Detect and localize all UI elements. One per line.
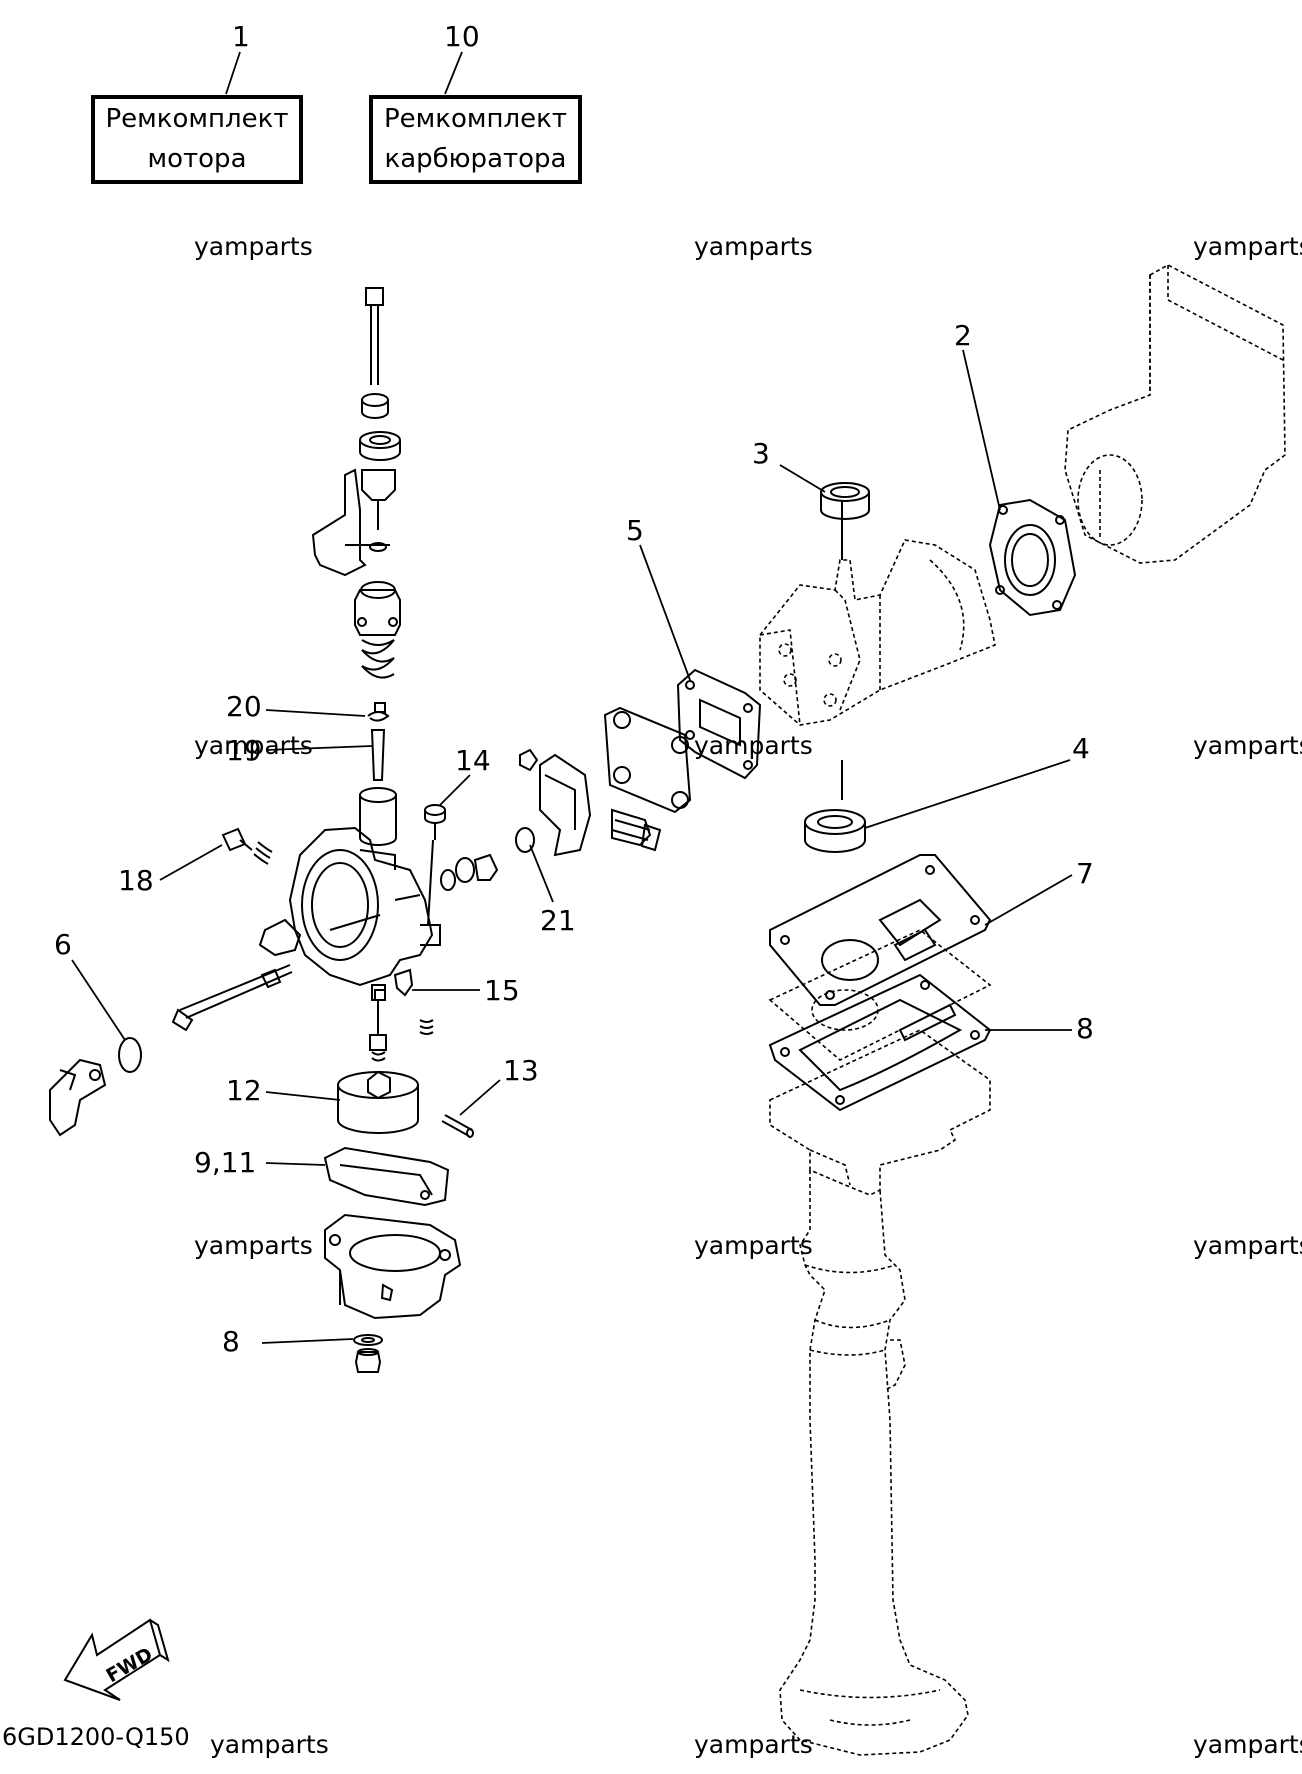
callout-16: 18 <box>118 864 154 897</box>
part-12-float[interactable] <box>337 1070 419 1134</box>
guide-plate <box>768 929 992 1061</box>
drain-screw <box>354 1348 382 1373</box>
part-6-oring[interactable] <box>118 1037 142 1073</box>
callout-8: 8 <box>1076 1012 1094 1045</box>
watermark: yamparts <box>694 1231 813 1260</box>
intake-bolt <box>611 819 662 852</box>
part-4-bearing[interactable] <box>804 809 866 853</box>
part-15-jet[interactable] <box>374 968 434 1035</box>
part-5-intake-gasket[interactable] <box>676 668 762 780</box>
kit-carb-line1: Ремкомплект <box>384 104 567 134</box>
callout-15: 15 <box>484 974 520 1007</box>
part-16-pilot-screw[interactable] <box>221 827 273 865</box>
part-20-oring[interactable] <box>515 827 535 853</box>
part-17-needle[interactable] <box>370 729 386 781</box>
callout-14: 14 <box>455 744 491 777</box>
choke-lever <box>49 1058 107 1137</box>
watermark: yamparts <box>194 232 313 261</box>
callout-4: 4 <box>1072 732 1090 765</box>
callout-3: 3 <box>752 437 770 470</box>
part-2-gasket[interactable] <box>988 498 1077 617</box>
watermark: yamparts <box>210 1730 329 1759</box>
watermark: yamparts <box>694 232 813 261</box>
fwd-arrow-icon: FWD <box>63 1618 170 1701</box>
carb-valve-spring-assy <box>354 581 401 713</box>
diagram-code: 6GD1200-Q150 <box>2 1723 190 1751</box>
callout-9-11: 9,11 <box>194 1146 256 1179</box>
driveshaft-housing <box>769 1029 991 1756</box>
part-13-pin[interactable] <box>441 1114 474 1138</box>
part-21-washer[interactable] <box>353 1334 383 1346</box>
watermark: yamparts <box>694 731 813 760</box>
watermark: yamparts <box>1193 731 1302 760</box>
carb-throttle-valve <box>359 787 397 846</box>
part-3-seal[interactable] <box>820 482 870 520</box>
watermark: yamparts <box>1193 232 1302 261</box>
needle-jet-holder <box>380 1283 394 1302</box>
crankcase-outline <box>1064 264 1286 564</box>
kit-box-motor[interactable]: Ремкомплект мотора <box>91 95 303 184</box>
main-jet-assy <box>369 984 387 1062</box>
callout-2: 2 <box>954 319 972 352</box>
carb-plunger-top <box>359 287 401 530</box>
callout-21: 8 <box>222 1325 240 1358</box>
watermark: yamparts <box>1193 1231 1302 1260</box>
kit-motor-line1: Ремкомплект <box>105 104 289 134</box>
kit-motor-number: 1 <box>232 20 250 53</box>
kit-carb-line2: карбюратора <box>384 144 567 174</box>
callout-18: 20 <box>226 690 262 723</box>
watermark: yamparts <box>194 1231 313 1260</box>
callout-5: 5 <box>626 514 644 547</box>
kit-motor-line2: мотора <box>147 144 247 174</box>
fwd-label: FWD <box>103 1643 157 1687</box>
callout-17: 19 <box>226 734 262 767</box>
intake-bracket <box>519 748 592 857</box>
watermark: yamparts <box>694 1730 813 1759</box>
watermark: yamparts <box>194 731 313 760</box>
part-7-gasket[interactable] <box>769 854 992 1006</box>
reed-valve-plate <box>603 706 692 847</box>
part-18-clip[interactable] <box>367 711 390 722</box>
watermark: yamparts <box>1193 1730 1302 1759</box>
part-8-gasket[interactable] <box>768 973 992 1112</box>
carb-body <box>288 826 441 987</box>
callout-20: 21 <box>540 904 576 937</box>
choke-shaft <box>171 918 302 1032</box>
float-chamber <box>324 1213 462 1320</box>
callout-7: 7 <box>1076 857 1094 890</box>
carb-intake-washers <box>440 853 499 891</box>
carb-bracket <box>311 468 390 577</box>
cylinder-assembly <box>759 500 996 800</box>
callout-12: 12 <box>226 1074 262 1107</box>
callout-13: 13 <box>503 1054 539 1087</box>
kit-box-carburetor[interactable]: Ремкомплект карбюратора <box>369 95 582 184</box>
kit-carb-number: 10 <box>444 20 480 53</box>
part-9-11-float-gasket[interactable] <box>323 1146 450 1207</box>
callout-6: 6 <box>54 928 72 961</box>
part-14-screw[interactable] <box>424 804 446 926</box>
